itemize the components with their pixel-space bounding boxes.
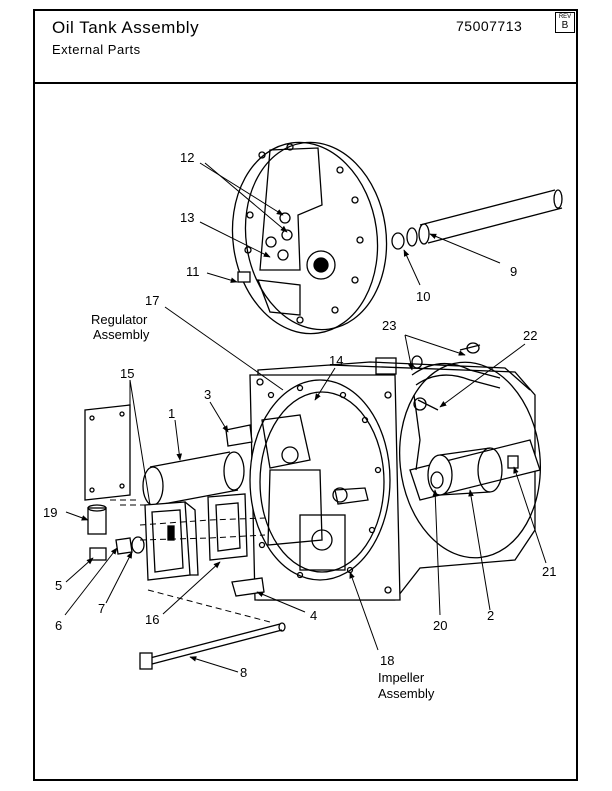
callout-15: 15 xyxy=(120,366,134,381)
callout-7: 7 xyxy=(98,601,105,616)
drawing-title: Oil Tank Assembly xyxy=(52,18,200,37)
callout-22: 22 xyxy=(523,328,537,343)
impeller-assembly-label-2: Assembly xyxy=(378,686,435,701)
regulator-assembly-label: Regulator xyxy=(91,312,148,327)
impeller-assembly-label: Impeller xyxy=(378,670,425,685)
callout-5: 5 xyxy=(55,578,62,593)
assembly-lines xyxy=(110,499,271,623)
callout-4: 4 xyxy=(310,608,317,623)
tank-body xyxy=(249,357,542,601)
revision-label: REV xyxy=(558,14,572,20)
leader-lines xyxy=(64,162,547,673)
callout-23: 23 xyxy=(382,318,396,333)
valve-item-3 xyxy=(225,424,253,447)
callout-1: 1 xyxy=(168,406,175,421)
callout-10: 10 xyxy=(416,289,430,304)
revision-value: B xyxy=(561,20,569,31)
tube-item-9 xyxy=(391,189,563,250)
part-number: 75007713 xyxy=(456,18,523,34)
callout-2: 2 xyxy=(487,608,494,623)
callout-11: 11 xyxy=(186,264,200,279)
sleeve-item-19 xyxy=(87,504,107,535)
tubing-items-22-23 xyxy=(411,342,501,471)
callout-3: 3 xyxy=(204,387,211,402)
cover-plate xyxy=(231,141,388,335)
callout-16: 16 xyxy=(145,612,159,627)
callout-21: 21 xyxy=(542,564,556,579)
housing-item-15 xyxy=(144,501,199,581)
filter-item-2 xyxy=(409,439,541,501)
drawing-subtitle: External Parts xyxy=(52,42,141,57)
callout-19: 19 xyxy=(43,505,57,520)
callout-9: 9 xyxy=(510,264,517,279)
plate-item-15 xyxy=(84,404,131,501)
callout-18: 18 xyxy=(380,653,394,668)
callout-6: 6 xyxy=(55,618,62,633)
title-block xyxy=(33,9,578,84)
revision-box: REV B xyxy=(555,12,575,33)
callout-14: 14 xyxy=(329,353,343,368)
callout-20: 20 xyxy=(433,618,447,633)
callout-12: 12 xyxy=(180,150,194,165)
callout-13: 13 xyxy=(180,210,194,225)
callout-17: 17 xyxy=(145,293,159,308)
gasket-item-16 xyxy=(207,493,248,561)
valve-item-4 xyxy=(231,577,265,597)
callout-8: 8 xyxy=(240,665,247,680)
rod-item-8 xyxy=(139,622,286,670)
regulator-assembly-label-2: Assembly xyxy=(93,327,150,342)
